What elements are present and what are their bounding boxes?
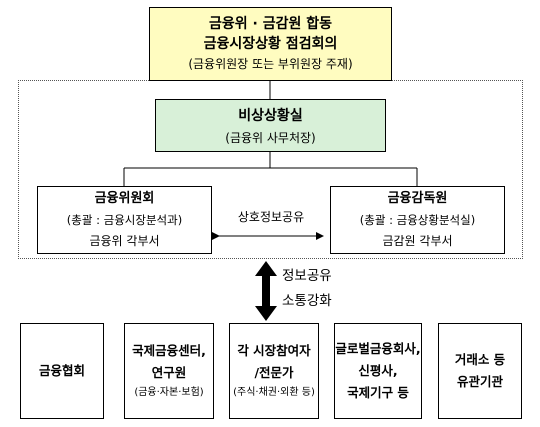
- info-sharing-label: 정보공유 소통강화: [282, 264, 332, 314]
- market-participants-line2: /전문가: [254, 365, 294, 380]
- global-institutions-line1: 글로벌금융회사,: [335, 341, 421, 356]
- global-institutions-line3: 국제기구 등: [347, 385, 409, 400]
- emergency-room-title: 비상상황실: [238, 107, 303, 124]
- fss-units: 금감원 각부서: [382, 234, 453, 248]
- related-agencies-line2: 유관기관: [456, 374, 503, 389]
- joint-meeting-box: 금융위 · 금감원 합동 금융시장상황 점검회의 (금융위원장 또는 부위원장 …: [149, 7, 392, 81]
- global-institutions-line2: 신평사,: [358, 363, 398, 378]
- intl-finance-center-note: (금융·자본·보험): [134, 387, 204, 398]
- fsc-title: 금융위원회: [94, 191, 155, 206]
- intl-finance-center-line2: 연구원: [151, 365, 187, 380]
- fss-title: 금융감독원: [387, 191, 448, 206]
- related-agencies-box: 거래소 등 유관기관: [438, 323, 522, 419]
- mutual-info-sharing-label: 상호정보공유: [237, 210, 305, 224]
- fsc-units: 금융위 각부서: [89, 234, 160, 248]
- fss-box: 금융감독원 (총괄 : 금융상황분석실) 금감원 각부서: [330, 186, 505, 254]
- global-institutions-box: 글로벌금융회사, 신평사, 국제기구 등: [334, 323, 422, 419]
- fsc-box: 금융위원회 (총괄 : 금융시장분석과) 금융위 각부서: [37, 186, 212, 254]
- info-sharing-line1: 정보공유: [282, 268, 332, 284]
- intl-finance-center-box: 국제금융센터, 연구원 (금융·자본·보험): [124, 323, 214, 419]
- joint-meeting-line1: 금융위 · 금감원 합동: [209, 16, 332, 32]
- market-participants-note: (주식·채권·외환 등): [233, 387, 315, 398]
- emergency-room-box: 비상상황실 (금융위 사무처장): [155, 99, 386, 152]
- info-sharing-arrow-icon: [255, 261, 277, 321]
- fss-detail: (총괄 : 금융상황분석실): [359, 213, 476, 227]
- financial-associations-label: 금융협회: [38, 363, 85, 378]
- joint-meeting-line2: 금융시장상황 점검회의: [203, 36, 338, 52]
- fsc-detail: (총괄 : 금융시장분석과): [66, 213, 183, 227]
- intl-finance-center-line1: 국제금융센터,: [132, 343, 206, 358]
- market-participants-box: 각 시장참여자 /전문가 (주식·채권·외환 등): [229, 323, 319, 419]
- related-agencies-line1: 거래소 등: [454, 352, 506, 367]
- info-sharing-line2: 소통강화: [282, 293, 332, 309]
- emergency-room-subtitle: (금융위 사무처장): [225, 130, 316, 145]
- market-participants-line1: 각 시장참여자: [237, 343, 311, 358]
- joint-meeting-chair: (금융위원장 또는 부위원장 주재): [188, 57, 353, 71]
- financial-associations-box: 금융협회: [20, 323, 104, 419]
